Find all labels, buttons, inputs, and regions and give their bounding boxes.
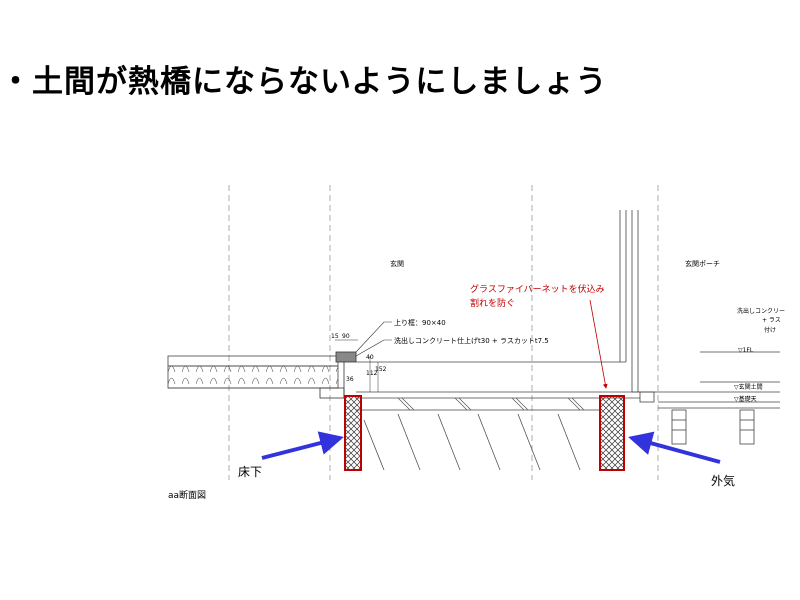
dim-90: 90 bbox=[342, 333, 350, 340]
section-caption: aa断面図 bbox=[168, 491, 207, 501]
genkan-doma-level: ▽玄関土間 bbox=[734, 384, 763, 391]
soil-hatch bbox=[363, 413, 581, 471]
slab-hatch bbox=[397, 397, 585, 411]
fl-level: ▽1FL bbox=[738, 347, 754, 354]
net-leader bbox=[589, 299, 608, 389]
dim-36: 36 bbox=[346, 376, 354, 383]
label-gaiki: 外気 bbox=[711, 474, 736, 488]
dim-112: 112 bbox=[366, 370, 378, 377]
genkan-slab bbox=[356, 361, 640, 411]
porch-finish-note-3: 付け bbox=[764, 327, 777, 334]
label-yukashita: 床下 bbox=[238, 465, 263, 479]
dimension-lines bbox=[335, 339, 379, 392]
porch-structure bbox=[632, 351, 780, 445]
finish-note: 洗出しコンクリート仕上げt30 + ラスカットt7.5 bbox=[394, 337, 549, 345]
insulation-block-right bbox=[599, 395, 625, 471]
slide-title: ・土間が熱橋にならないようにしましょう bbox=[0, 64, 608, 100]
dim-15: 15 bbox=[331, 333, 339, 340]
porch-finish-note-1: 洗出しコンクリー bbox=[737, 308, 786, 315]
dim-40: 40 bbox=[366, 354, 374, 361]
net-note-line1: グラスファイバーネットを伏込み bbox=[470, 285, 605, 295]
floor-insulation bbox=[167, 355, 339, 389]
net-note-line2: 割れを防ぐ bbox=[470, 299, 516, 309]
step-block bbox=[319, 351, 357, 399]
room-label-porch: 玄関ポーチ bbox=[685, 260, 720, 268]
agarikamachi-note: 上り框：90×40 bbox=[394, 319, 446, 327]
arrow-yukashita bbox=[261, 431, 344, 460]
wall-lines bbox=[619, 210, 639, 392]
grid-lines bbox=[228, 185, 659, 480]
leader-lines bbox=[355, 321, 392, 357]
insulation-block-left bbox=[344, 395, 362, 471]
porch-finish-note-2: + ラス bbox=[762, 317, 781, 324]
dim-152: 152 bbox=[375, 366, 387, 373]
kiso-level: ▽基礎天 bbox=[734, 396, 757, 403]
room-label-genkan: 玄関 bbox=[390, 260, 404, 268]
arrow-gaiki bbox=[628, 431, 721, 464]
